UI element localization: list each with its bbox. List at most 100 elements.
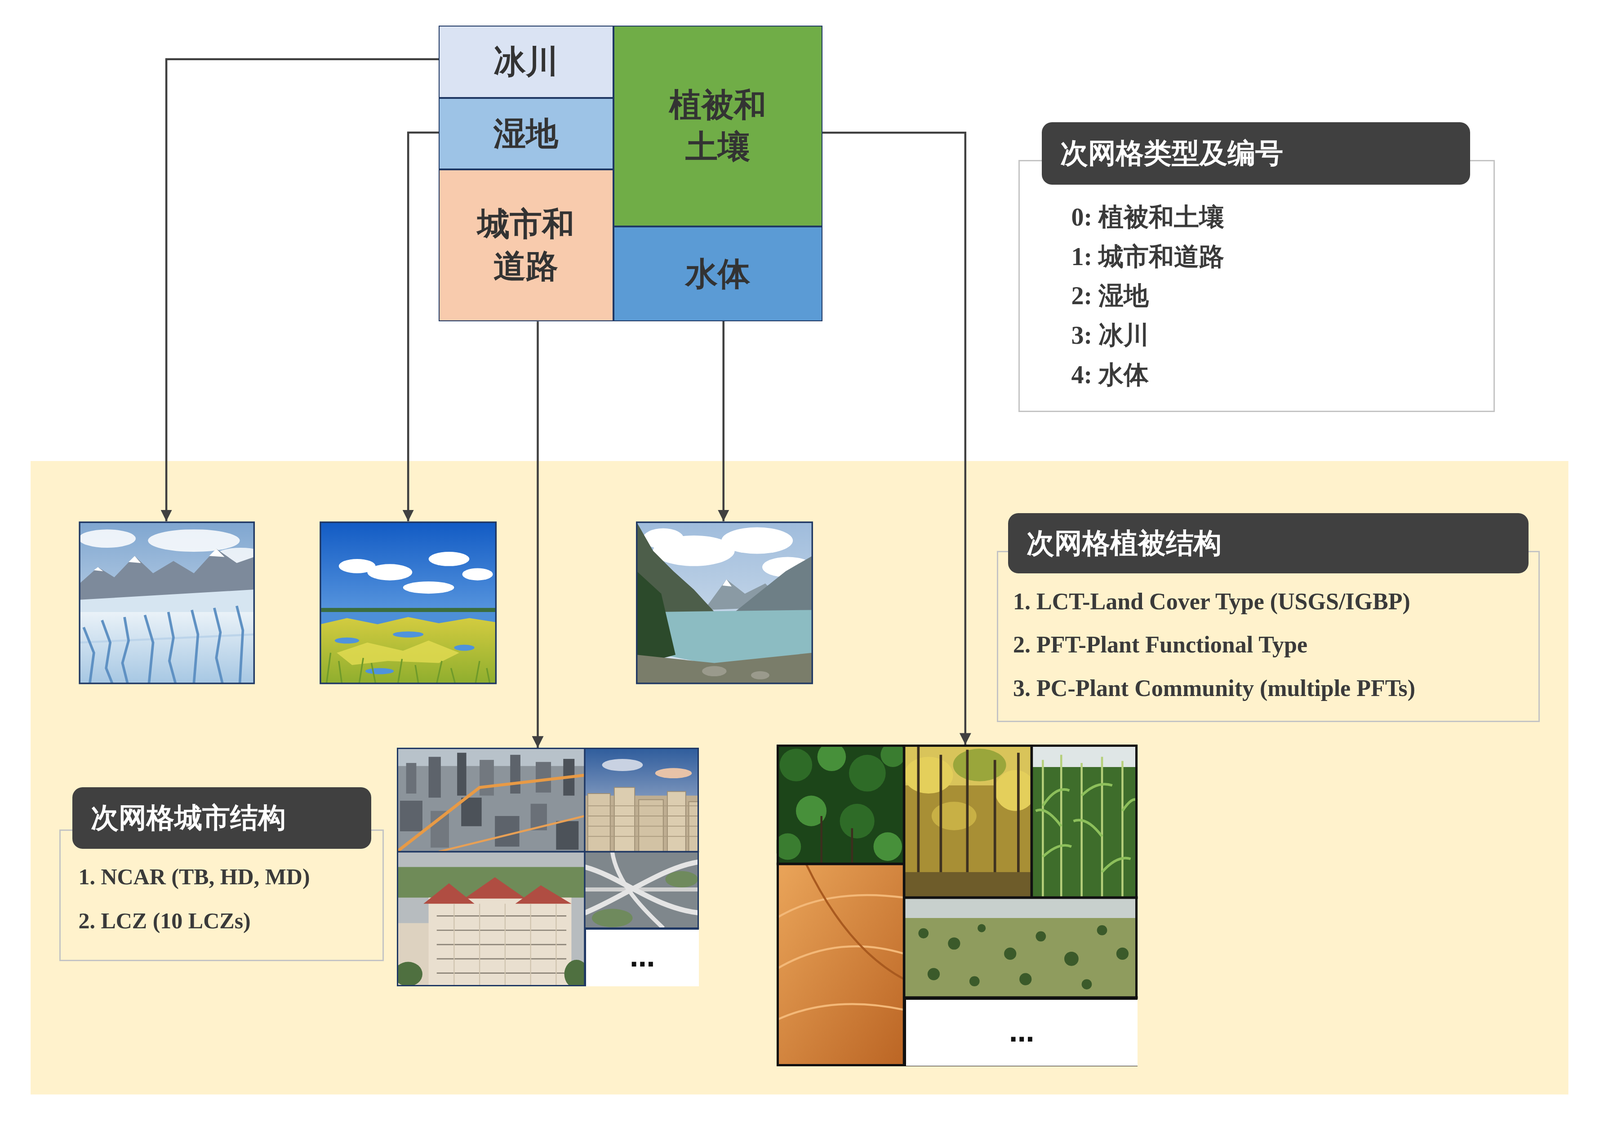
- cell-label: 植被和 土壤: [662, 84, 774, 169]
- savanna-photo: [977, 924, 986, 933]
- rainforest-photo: [821, 816, 853, 865]
- cell-label: 湿地: [493, 112, 559, 156]
- lake-photo: [636, 522, 813, 684]
- apartments-photo: [667, 791, 686, 853]
- photo-grid: …: [396, 747, 699, 987]
- list-item: 1. LCT-Land Cover Type (USGS/IGBP): [1013, 580, 1411, 624]
- panel-heading: 次网格植被结构: [1008, 513, 1529, 574]
- wetland-photo: [326, 653, 490, 684]
- grid-cell: 植被和 土壤: [613, 25, 823, 227]
- list-item: 0: 植被和土壤: [1071, 197, 1225, 238]
- savanna-photo: [1116, 947, 1129, 960]
- corn-photo: [1035, 784, 1138, 873]
- panel-heading: 次网格类型及编号: [1041, 122, 1471, 185]
- legend-box: 次网格城市结构1. NCAR (TB, HD, MD)2. LCZ (10 LC…: [59, 829, 384, 962]
- wetland-photo: [428, 551, 470, 567]
- apartments-photo: [688, 801, 700, 852]
- corn-photo: [1031, 744, 1138, 898]
- ellipsis-text: …: [903, 997, 1138, 1067]
- wetland-photo: [334, 637, 360, 645]
- photo-grid: …: [776, 744, 1138, 1067]
- photo-frame: [636, 522, 813, 684]
- rainforest-photo: [840, 804, 875, 839]
- glacier-photo: [79, 522, 254, 684]
- background-band: [30, 461, 1569, 1095]
- city-photo: [406, 763, 417, 794]
- savanna-photo: [904, 897, 1138, 998]
- city-photo: [396, 775, 585, 852]
- corn-photo: [1042, 755, 1123, 898]
- glacier-photo: [93, 567, 103, 572]
- residential-photo: [453, 903, 556, 987]
- wetland-photo: [453, 644, 475, 652]
- desert-photo: [776, 895, 905, 1021]
- autumn-forest-photo: [904, 744, 1032, 898]
- rainforest-photo: [779, 748, 813, 782]
- residential-photo: [515, 885, 572, 904]
- photo-frame: [320, 522, 497, 684]
- desert-photo: [776, 864, 905, 1067]
- lake-photo: [751, 671, 770, 680]
- savanna-photo: [904, 897, 1138, 998]
- glacier-photo: [128, 555, 141, 564]
- grid-cell: 冰川: [438, 25, 614, 98]
- list-item: 4: 水体: [1071, 355, 1150, 396]
- cell-label: 水体: [685, 253, 751, 296]
- savanna-photo: [1081, 979, 1093, 990]
- savanna-photo: [1035, 931, 1046, 943]
- leader-arrow: [722, 321, 725, 522]
- wetland-photo: [320, 522, 497, 684]
- apartments-photo: [584, 747, 699, 853]
- apartments-photo: [587, 793, 611, 852]
- apartments-photo: [602, 759, 644, 772]
- ellipsis-text: …: [584, 928, 699, 987]
- lake-photo: [722, 579, 732, 587]
- savanna-photo: [918, 928, 929, 939]
- savanna-photo: [947, 937, 960, 950]
- legend-box: 次网格类型及编号0: 植被和土壤1: 城市和道路2: 湿地3: 冰川4: 水体: [1018, 160, 1495, 413]
- lake-photo: [734, 555, 813, 614]
- rainforest-photo: [880, 744, 904, 768]
- wetland-photo: [365, 668, 395, 675]
- lake-photo: [636, 522, 813, 684]
- highway-photo: [612, 851, 664, 929]
- highway-photo: [591, 909, 633, 928]
- city-photo: [510, 755, 521, 794]
- city-photo: [430, 811, 449, 849]
- autumn-forest-photo: [904, 872, 1032, 898]
- grid-separator: [396, 747, 699, 987]
- list-item: 2. LCZ (10 LCZs): [78, 899, 251, 944]
- wetland-photo: [403, 581, 455, 594]
- residential-photo: [396, 962, 423, 987]
- rainforest-photo: [817, 744, 847, 772]
- highway-photo: [584, 851, 699, 929]
- city-photo: [400, 800, 423, 832]
- glacier-photo: [208, 548, 225, 557]
- legend-box: 次网格植被结构1. LCT-Land Cover Type (USGS/IGBP…: [996, 551, 1540, 723]
- residential-photo: [564, 960, 585, 987]
- wetland-photo: [336, 640, 459, 666]
- residential-photo: [396, 851, 585, 987]
- glacier-photo: [79, 589, 254, 684]
- autumn-forest-photo: [904, 756, 954, 794]
- highway-photo: [665, 871, 698, 888]
- city-photo: [396, 747, 585, 853]
- autumn-forest-photo: [904, 744, 1032, 898]
- autumn-forest-photo: [995, 770, 1032, 812]
- city-photo: [461, 797, 482, 827]
- city-photo: [535, 762, 552, 793]
- savanna-photo: [927, 968, 940, 981]
- list-item: 1: 城市和道路: [1071, 237, 1225, 277]
- autumn-forest-photo: [931, 801, 977, 831]
- city-photo: [428, 756, 441, 798]
- list-item: 3. PC-Plant Community (multiple PFTs): [1013, 666, 1416, 711]
- savanna-photo: [904, 897, 1138, 919]
- corn-photo: [1031, 744, 1138, 898]
- city-photo: [479, 760, 494, 796]
- leader-arrow: [166, 59, 439, 522]
- rainforest-photo: [776, 833, 801, 861]
- lake-photo: [636, 571, 676, 666]
- wetland-photo: [367, 564, 413, 581]
- rainforest-photo: [848, 755, 886, 792]
- residential-photo: [396, 851, 585, 987]
